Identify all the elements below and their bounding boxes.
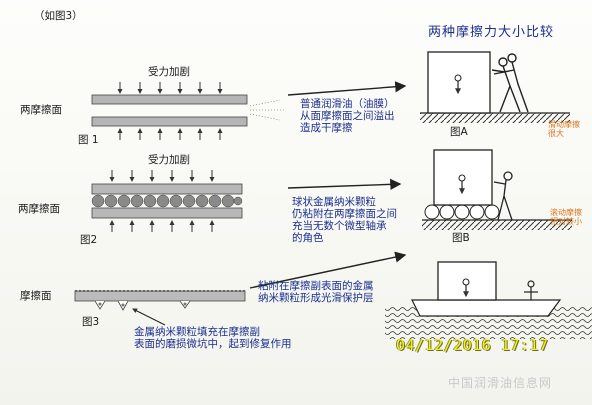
figA-caption: 图A — [450, 126, 468, 138]
fig3-top-note-line: 粘附在摩擦副表面的金属 — [258, 280, 374, 292]
fig1-surface-label: 两摩擦面 — [20, 104, 62, 116]
comparison-title: 两种摩擦力大小比较 — [428, 25, 555, 40]
fig2-note: 球状金属纳米颗粒 仍粘附在两摩擦面之间 充当无数个微型轴承 的角色 — [292, 196, 397, 244]
figure-3-diagram — [74, 290, 246, 326]
fig3-top-note: 粘附在摩擦副表面的金属 纳米颗粒形成光滑保护层 — [258, 280, 374, 304]
fig3-top-note-line: 纳米颗粒形成光滑保护层 — [258, 292, 374, 305]
site-watermark: 中国润滑油信息网 — [448, 376, 553, 390]
figB-side-note: 滚动摩擦 相对较小 — [550, 208, 582, 226]
fig3-bottom-note-line: 金属纳米颗粒填充在摩擦副 — [134, 326, 260, 338]
fig2-note-line: 的角色 — [292, 232, 324, 245]
fig3-bottom-note-line: 表面的磨损微坑中，起到修复作用 — [134, 338, 292, 351]
figure-a-sliding-friction — [420, 51, 570, 123]
fig2-note-line: 球状金属纳米颗粒 — [292, 196, 376, 208]
figure-b-rolling-friction — [422, 149, 572, 230]
fig3-bottom-note: 金属纳米颗粒填充在摩擦副 表面的磨损微坑中，起到修复作用 — [134, 326, 292, 350]
figA-side-note: 滑动摩擦 很大 — [548, 120, 580, 138]
fig2-note-line: 仍粘附在两摩擦面之间 — [292, 208, 397, 221]
fig1-note-line: 造成干摩擦 — [300, 122, 353, 135]
figure-1-diagram — [91, 82, 284, 140]
fig3-caption: 图3 — [82, 316, 100, 328]
figB-caption: 图B — [452, 232, 470, 244]
fig1-caption: 图 1 — [78, 134, 99, 146]
fig1-note-line: 从面摩擦面之间溢出 — [300, 110, 395, 123]
figB-side-note-line: 滚动摩擦 — [550, 208, 582, 217]
figure-reference: （如图3） — [34, 10, 83, 22]
arrows-to-comparison — [249, 81, 407, 289]
fig1-note: 普通润滑油（油膜） 从面摩擦面之间溢出 造成干摩擦 — [300, 98, 395, 134]
figA-side-note-line: 滑动摩擦 — [548, 120, 580, 129]
fig2-caption: 图2 — [80, 234, 98, 246]
fig1-note-line: 普通润滑油（油膜） — [300, 98, 395, 110]
figure-2-diagram — [91, 170, 243, 232]
fig1-force-label: 受力加剧 — [148, 66, 190, 78]
fig2-force-label: 受力加剧 — [148, 154, 190, 166]
fig2-surface-label: 两摩擦面 — [18, 203, 60, 215]
fig2-note-line: 充当无数个微型轴承 — [292, 220, 387, 233]
photo-timestamp: 04/12/2016 17:17 — [396, 336, 549, 354]
fig3-surface-label: 摩擦面 — [20, 290, 52, 302]
figure-c-boat-on-water — [385, 261, 592, 339]
figA-side-note-line: 很大 — [548, 129, 564, 139]
figB-side-note-line: 相对较小 — [550, 217, 582, 227]
